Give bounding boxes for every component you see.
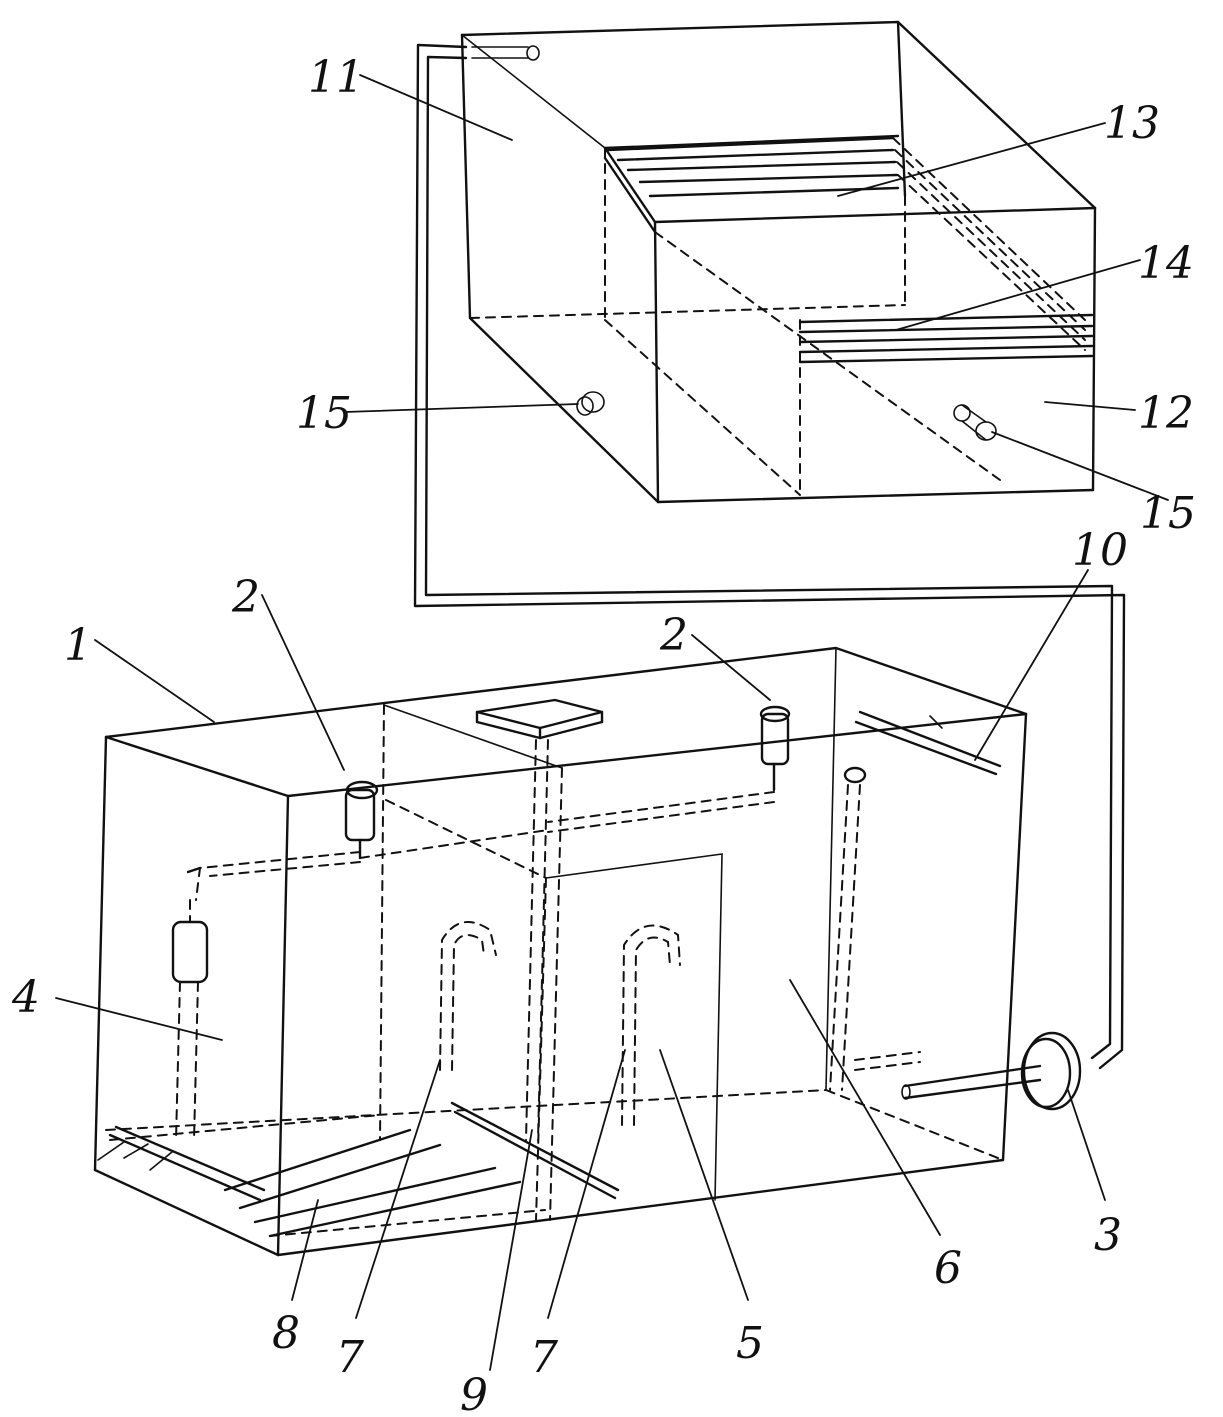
- upper-pipe-connector: [471, 45, 540, 61]
- label-13: 13: [1104, 98, 1160, 149]
- label-11: 11: [308, 52, 364, 103]
- bottom-pipe-rack-8: [97, 1114, 546, 1238]
- stack-14: [798, 313, 1094, 364]
- siphon-7-left: [439, 921, 497, 1071]
- connecting-pipe: [413, 43, 1126, 1070]
- label-15-right: 15: [1140, 488, 1196, 539]
- siphon-7-right: [621, 924, 681, 1126]
- stack-13: [606, 136, 1086, 351]
- label-3: 3: [1094, 1210, 1122, 1261]
- sprayer-pipe: [829, 766, 921, 1091]
- label-12: 12: [1138, 388, 1194, 439]
- partition-walls: [379, 704, 723, 1221]
- label-2-right: 2: [659, 610, 688, 661]
- label-2-left: 2: [231, 572, 260, 623]
- labels: 11 13 14 12 15 15 10 1 2 2 4 3 6 5 8 7 7…: [11, 52, 1196, 1417]
- leader-lines: [55, 74, 1169, 1371]
- label-1: 1: [64, 620, 92, 671]
- label-15-left: 15: [296, 388, 352, 439]
- label-5: 5: [736, 1318, 764, 1369]
- inlet-block: [475, 698, 604, 740]
- label-4: 4: [11, 972, 40, 1023]
- label-14: 14: [1138, 238, 1194, 289]
- label-7-right: 7: [530, 1332, 558, 1383]
- dosing-bottle-left: [344, 780, 379, 860]
- upper-outer-box: [460, 20, 1097, 504]
- pipe-9: [525, 739, 549, 1141]
- dosing-pipes: [186, 791, 775, 901]
- inner-box-12: [603, 134, 1097, 504]
- label-8: 8: [272, 1308, 300, 1359]
- label-10: 10: [1072, 525, 1128, 576]
- lower-tank: [93, 646, 1028, 1257]
- dosing-bottle-right: [759, 705, 791, 792]
- outlet-15-right: [953, 404, 997, 441]
- label-6: 6: [934, 1243, 962, 1294]
- pump-3: [901, 1031, 1082, 1111]
- filter-cartridge: [171, 899, 209, 1141]
- outlet-15-left: [576, 391, 605, 416]
- aeration-pipe: [450, 1101, 620, 1200]
- label-9: 9: [460, 1370, 488, 1417]
- pipe-10: [854, 710, 1002, 776]
- label-7-left: 7: [336, 1332, 364, 1383]
